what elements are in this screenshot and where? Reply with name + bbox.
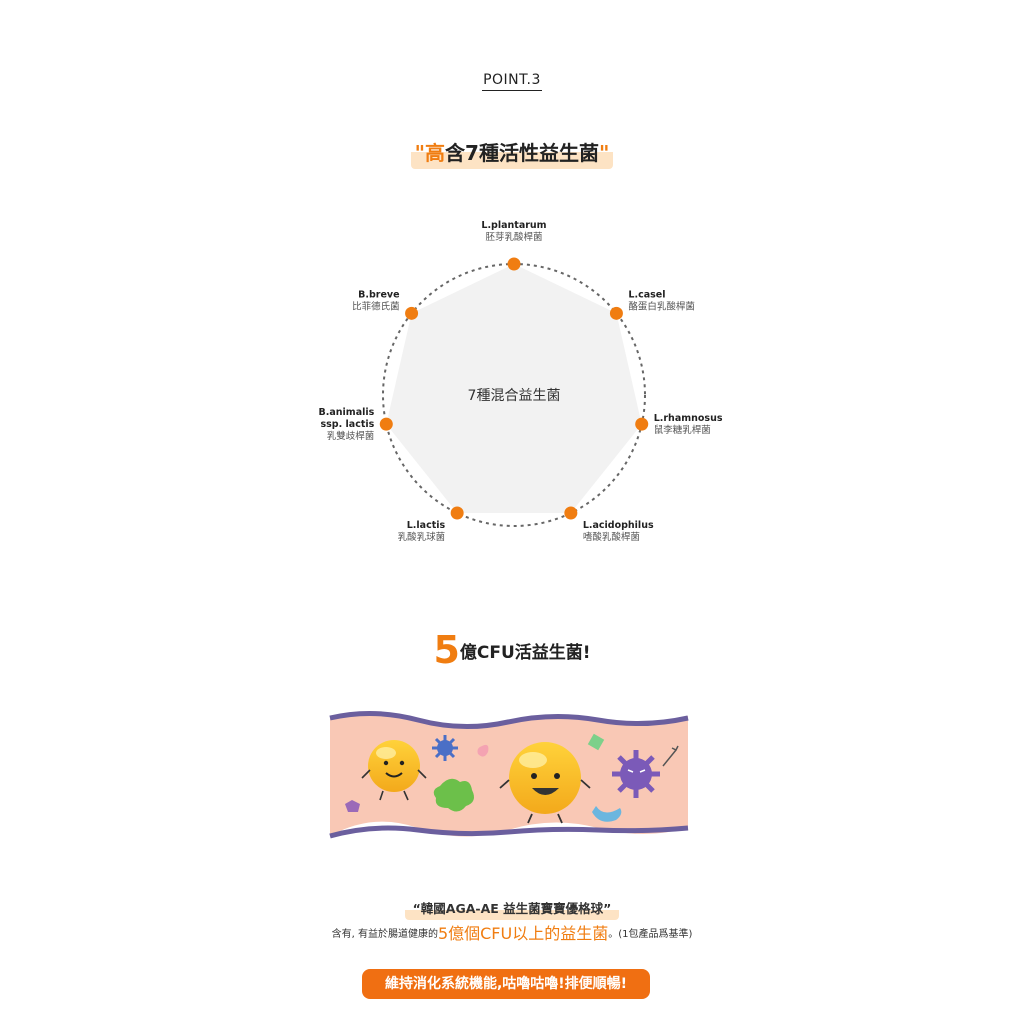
wheel-node-name-en: B.breve [358,289,399,300]
cfu-rest: 億CFU活益生菌! [459,643,591,663]
wheel-node-dot [564,506,578,520]
wheel-node-dot [379,417,393,431]
product-name: “韓國AGA-AE 益生菌寶寶優格球” [404,898,620,920]
intestine-top-wall [329,711,689,729]
wheel-node-name-zh: 乳雙歧桿菌 [327,430,375,442]
headline-quote-close: " [598,141,610,165]
point-label: POINT.3 [0,72,1024,91]
cfu-number: 5 [433,628,460,672]
headline-rest: 含7種活性益生菌 [445,141,599,165]
wheel-node-name-zh: 乳酸乳球菌 [398,531,446,543]
large-probiotic-character [499,742,591,824]
pink-drop [477,744,489,757]
purple-pentagon [345,800,360,812]
benefit-banner: 維持消化系統機能,咕嚕咕嚕!排便順暢! [362,969,650,999]
small-probiotic-character [361,740,427,801]
wheel-node-name-zh: 酪蛋白乳酸桿菌 [628,300,695,312]
desc-prefix: 含有, 有益於腸道健康的 [331,929,438,940]
wheel-node-name-en: L.lactis [407,520,446,531]
wheel-node-name-zh: 嗜酸乳酸桿菌 [583,531,640,543]
wheel-center-text: 7種混合益生菌 [468,388,561,404]
headline-pill: "高含7種活性益生菌" [410,136,614,169]
headline-quote-open: " [414,141,426,165]
wheel-node-name-en: L.plantarum [481,220,546,231]
wheel-node-dot [609,306,623,320]
description-line: 含有, 有益於腸道健康的5億個CFU以上的益生菌。(1包產品爲基準) [0,920,1024,944]
wheel-node-name-zh: 鼠李糖乳桿菌 [654,424,711,436]
point-label-text: POINT.3 [482,72,542,91]
wheel-node-name-en: ssp. lactis [321,419,375,430]
wheel-node-name-en: L.acidophilus [583,520,654,531]
green-blob [433,778,474,812]
blue-germ [432,735,458,761]
wheel-node-name-en: B.animalis [319,407,375,418]
purple-germ [612,745,679,798]
probiotic-wheel: 7種混合益生菌 L.plantarum胚芽乳酸桿菌L.casel酪蛋白乳酸桿菌L… [319,220,723,543]
wheel-node-name-en: L.rhamnosus [654,413,723,424]
intestine-bottom-wall [329,825,689,839]
wheel-node-name-zh: 比菲德氏菌 [352,300,400,312]
cfu-headline: 5億CFU活益生菌! [0,628,1024,672]
headline: "高含7種活性益生菌" [0,136,1024,169]
product-line: “韓國AGA-AE 益生菌寶寶優格球” [0,898,1024,920]
wheel-node-dot [405,306,419,320]
wheel-node-name-en: L.casel [628,289,665,300]
wheel-node-dot [635,417,649,431]
heptagon-fill [386,264,642,513]
headline-highlight: 高 [425,141,446,165]
intestine-illustration [329,711,689,839]
wheel-node-dot [507,257,521,271]
desc-suffix: 。(1包產品爲基準) [608,929,693,940]
desc-highlight: 5億個CFU以上的益生菌 [437,924,609,943]
blue-bean [592,806,622,822]
wheel-node-dot [450,506,464,520]
wheel-node-name-zh: 胚芽乳酸桿菌 [485,231,542,243]
green-diamond [587,733,605,751]
